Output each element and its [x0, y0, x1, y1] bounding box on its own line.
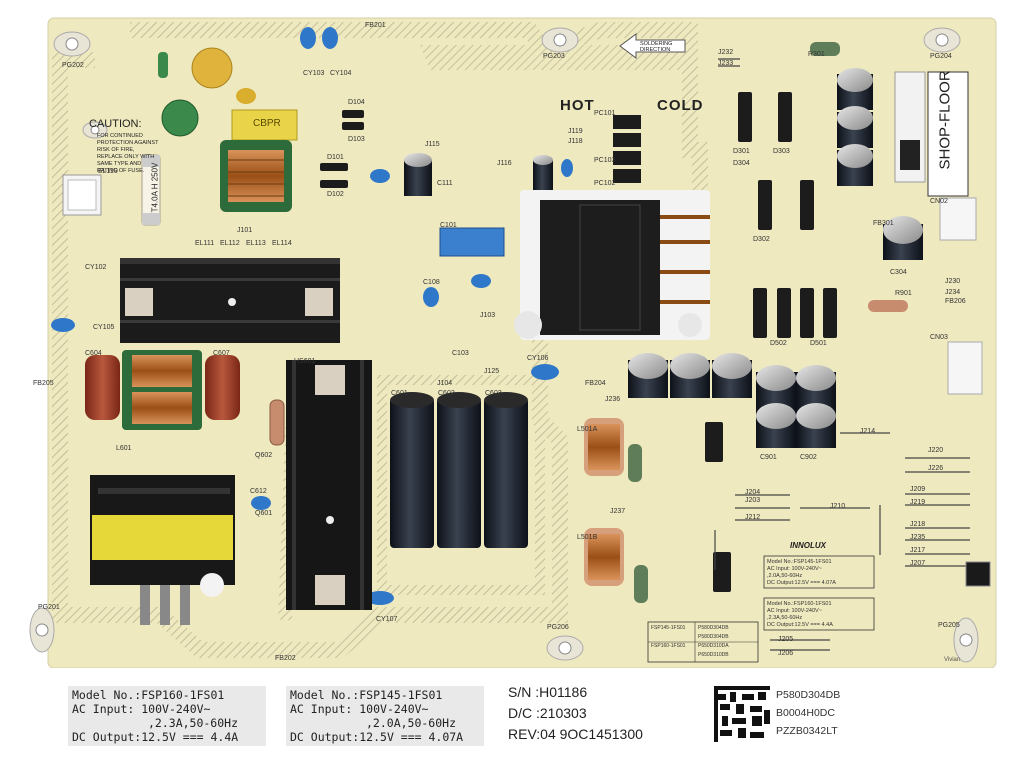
fiducial-mark	[965, 561, 991, 587]
caution-line: PROTECTION AGAINST	[97, 140, 159, 146]
fuse-rating-text: T4.0A H 250V	[150, 162, 160, 213]
electrolytic-c111	[404, 153, 432, 196]
silk-bom-cell: P650D310DB	[698, 652, 729, 658]
label-fsp160-dc-value: 12.5V === 4.4A	[141, 730, 239, 744]
vivian-text: Vivian	[944, 657, 961, 663]
heatsink-pfc	[286, 360, 372, 610]
mounting-holes	[29, 27, 979, 663]
label-fsp145-ac-value2: ,2.0A,50-60Hz	[366, 716, 457, 730]
silk-model-line: Model No.:FSP145-1FS01	[767, 559, 832, 565]
label-fsp145-ac-input: AC Input:	[290, 702, 353, 716]
silk-bom-cell: P580D304DB	[698, 634, 729, 640]
heatsink-bridge	[120, 258, 340, 343]
silk-bom-cell: FSP160-1FS01	[651, 643, 686, 649]
silk-bom-cell: FSP145-1FS01	[651, 625, 686, 631]
date-code: D/C :210303	[508, 705, 587, 721]
caution-line: FOR CONTINUED	[97, 133, 143, 139]
output-capacitors	[628, 68, 923, 448]
label-fsp145-ac-value: 100V-240V~	[359, 702, 429, 716]
part-code-1: P580D304DB	[776, 689, 841, 701]
silk-bom-cell: P650D310DA	[698, 643, 729, 649]
output-inductor-l501b	[584, 528, 624, 586]
output-inductor-l501a	[584, 418, 624, 476]
connector-cn02	[939, 197, 977, 241]
resistor-r901	[868, 300, 908, 312]
red-capacitor-c607	[205, 355, 240, 420]
silk-model-line: AC Input: 100V-240V~	[767, 566, 822, 572]
silk-model-line: Model No.:FSP160-1FS01	[767, 601, 832, 607]
shop-floor-text: SHOP-FLOOR	[936, 70, 954, 170]
cold-marking: COLD	[657, 97, 704, 114]
small-y-capacitors	[51, 27, 573, 605]
cap-marking: CBPR	[253, 118, 281, 129]
resistor-r301	[810, 42, 840, 56]
bulk-capacitors	[390, 392, 528, 548]
line-filter-lf101	[220, 140, 292, 212]
pfc-choke-l601	[122, 350, 202, 430]
main-transformer	[514, 190, 710, 340]
soldering-direction-text: SOLDERING DIRECTION	[640, 41, 673, 53]
rectifier-diodes	[320, 92, 837, 592]
innolux-logo: INNOLUX	[790, 541, 826, 550]
silk-bom-cell: P580D304DB	[698, 625, 729, 631]
film-capacitor-c101	[439, 227, 505, 257]
serial-number: S/N :H01186	[508, 684, 588, 700]
silk-model-line: DC Output:12.5V === 4.07A	[767, 580, 836, 586]
label-fsp160-ac-value2: ,2.3A,50-60Hz	[148, 716, 239, 730]
hot-marking: HOT	[560, 97, 595, 114]
electrolytic-small-1	[533, 155, 553, 190]
label-fsp145-dc-value: 12.5V === 4.07A	[359, 730, 464, 744]
label-fsp160-ac-input: AC Input:	[72, 702, 135, 716]
silk-model-line: ,2.3A,50-60Hz	[767, 615, 803, 621]
silk-model-line: AC Input: 100V-240V~	[767, 608, 822, 614]
label-fsp145-model: Model No.:FSP145-1FS01	[290, 688, 443, 702]
x-capacitor	[231, 109, 298, 141]
caution-line: RISK OF FIRE,	[97, 147, 135, 153]
pfc-transformer	[90, 475, 235, 625]
part-code-3: PZZB0342LT	[776, 725, 838, 737]
label-fsp160-ac-value: 100V-240V~	[141, 702, 211, 716]
revision: REV:04 9OC1451300	[508, 726, 643, 742]
part-codes: P580D304DB B0004H0DC PZZB0342LT	[776, 688, 840, 738]
silk-model-table-1	[763, 555, 875, 589]
caution-line: RATING OF FUSE.	[97, 168, 145, 174]
caution-line: REPLACE ONLY WITH	[97, 154, 155, 160]
ntc-thermistor	[161, 99, 199, 137]
silk-model-line: ,2.0A,50-60Hz	[767, 573, 803, 579]
varistor	[191, 47, 233, 89]
label-fsp160-model: Model No.:FSP160-1FS01	[72, 688, 225, 702]
soldering-direction-arrow	[619, 33, 686, 59]
resistor-r508b	[634, 565, 648, 603]
part-code-2: B0004H0DC	[776, 707, 835, 719]
label-fsp145: Model No.:FSP145-1FS01 AC Input: 100V-24…	[286, 686, 484, 746]
connector-cn03	[947, 341, 983, 395]
caution-line: SAME TYPE AND	[97, 161, 142, 167]
red-capacitor-c604	[85, 355, 120, 420]
silk-model-table-2	[763, 597, 875, 631]
resistor-r508a	[628, 444, 642, 482]
silk-model-line: DC Output:12.5V === 4.4A	[767, 622, 833, 628]
serial-block: S/N :H01186 D/C :210303 REV:04 9OC145130…	[508, 684, 643, 742]
optocouplers	[613, 115, 641, 183]
label-fsp160: Model No.:FSP160-1FS01 AC Input: 100V-24…	[68, 686, 266, 746]
datamatrix-code	[714, 686, 770, 742]
caution-title: CAUTION:	[89, 118, 142, 130]
label-fsp160-dc-output: DC Output:	[72, 730, 142, 744]
shop-floor-sticker	[927, 71, 969, 197]
resistor-r623	[269, 399, 285, 446]
label-fsp145-dc-output: DC Output:	[290, 730, 360, 744]
